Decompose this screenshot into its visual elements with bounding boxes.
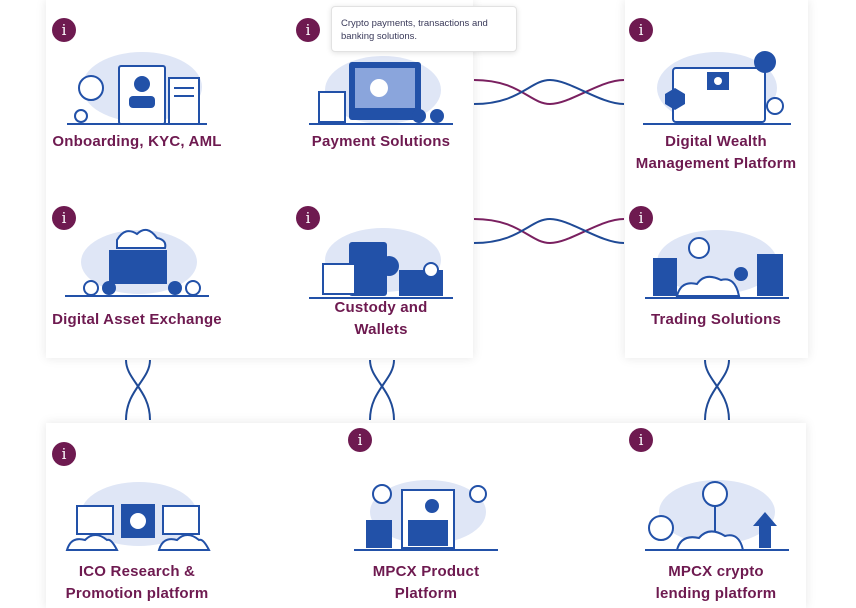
wealth-illustration	[643, 51, 791, 125]
card-title-line-2: Promotion platform	[65, 585, 209, 602]
card-title: Onboarding, KYC, AML	[52, 133, 222, 150]
card-ico-research[interactable]: i ICO Research & Promotion platform	[52, 442, 222, 608]
ico-illustration	[65, 482, 211, 551]
info-button[interactable]: i	[348, 428, 372, 452]
info-button[interactable]: i	[629, 428, 653, 452]
connector-vert-2b	[369, 359, 395, 421]
connector-vert-1b	[125, 359, 151, 421]
lending-illustration	[645, 480, 789, 551]
custody-illustration	[309, 228, 453, 299]
card-title-line-2: Wallets	[354, 321, 408, 338]
card-title-line-1: ICO Research &	[78, 563, 196, 580]
card-title: Trading Solutions	[650, 311, 782, 328]
card-title: Digital Asset Exchange	[52, 311, 222, 328]
info-button[interactable]: i	[52, 442, 76, 466]
trading-illustration	[645, 230, 789, 299]
card-title-line-1: Digital Wealth	[665, 133, 767, 150]
card-title-line-2: Management Platform	[635, 155, 797, 172]
card-title-line-1: Custody and	[334, 299, 428, 316]
card-mpcx-crypto-lending[interactable]: i MPCX crypto lending platform	[629, 428, 803, 608]
info-button[interactable]: i	[296, 206, 320, 230]
card-title-line-1: MPCX Product	[372, 563, 480, 580]
info-button[interactable]: i	[52, 206, 76, 230]
card-digital-wealth[interactable]: i Digital Wealth Management Platform	[629, 18, 803, 178]
card-digital-asset-exchange[interactable]: i Digital Asset Exchange	[52, 206, 222, 336]
connector-top-a	[473, 79, 625, 106]
product-platform-illustration	[354, 480, 498, 551]
connector-top-b	[473, 78, 625, 105]
info-button[interactable]: i	[52, 18, 76, 42]
connector-vert-3a	[704, 359, 730, 421]
connector-mid-b	[473, 217, 625, 244]
exchange-illustration	[65, 228, 209, 297]
connector-vert-2a	[369, 359, 395, 421]
info-button[interactable]: i	[629, 206, 653, 230]
connector-mid-a	[473, 218, 625, 245]
card-title-line-2: Platform	[394, 585, 458, 602]
card-trading-solutions[interactable]: i Trading Solutions	[629, 206, 803, 336]
card-title-line-2: lending platform	[655, 585, 777, 602]
card-mpcx-product-platform[interactable]: i MPCX Product Platform	[341, 428, 511, 608]
card-title: Payment Solutions	[311, 133, 451, 150]
payment-illustration	[309, 56, 453, 125]
card-title-line-1: MPCX crypto	[668, 563, 764, 580]
card-onboarding[interactable]: i Onboarding, KYC, AML	[52, 18, 222, 158]
tooltip-payment-solutions: Crypto payments, transactions and bankin…	[331, 6, 517, 52]
onboarding-illustration	[67, 52, 207, 125]
card-payment-solutions[interactable]: i Payment Solutions	[296, 18, 466, 158]
card-custody-wallets[interactable]: i Custody and Wallets	[296, 206, 466, 346]
info-button[interactable]: i	[296, 18, 320, 42]
connector-vert-1a	[125, 359, 151, 421]
connector-vert-3b	[704, 359, 730, 421]
info-button[interactable]: i	[629, 18, 653, 42]
